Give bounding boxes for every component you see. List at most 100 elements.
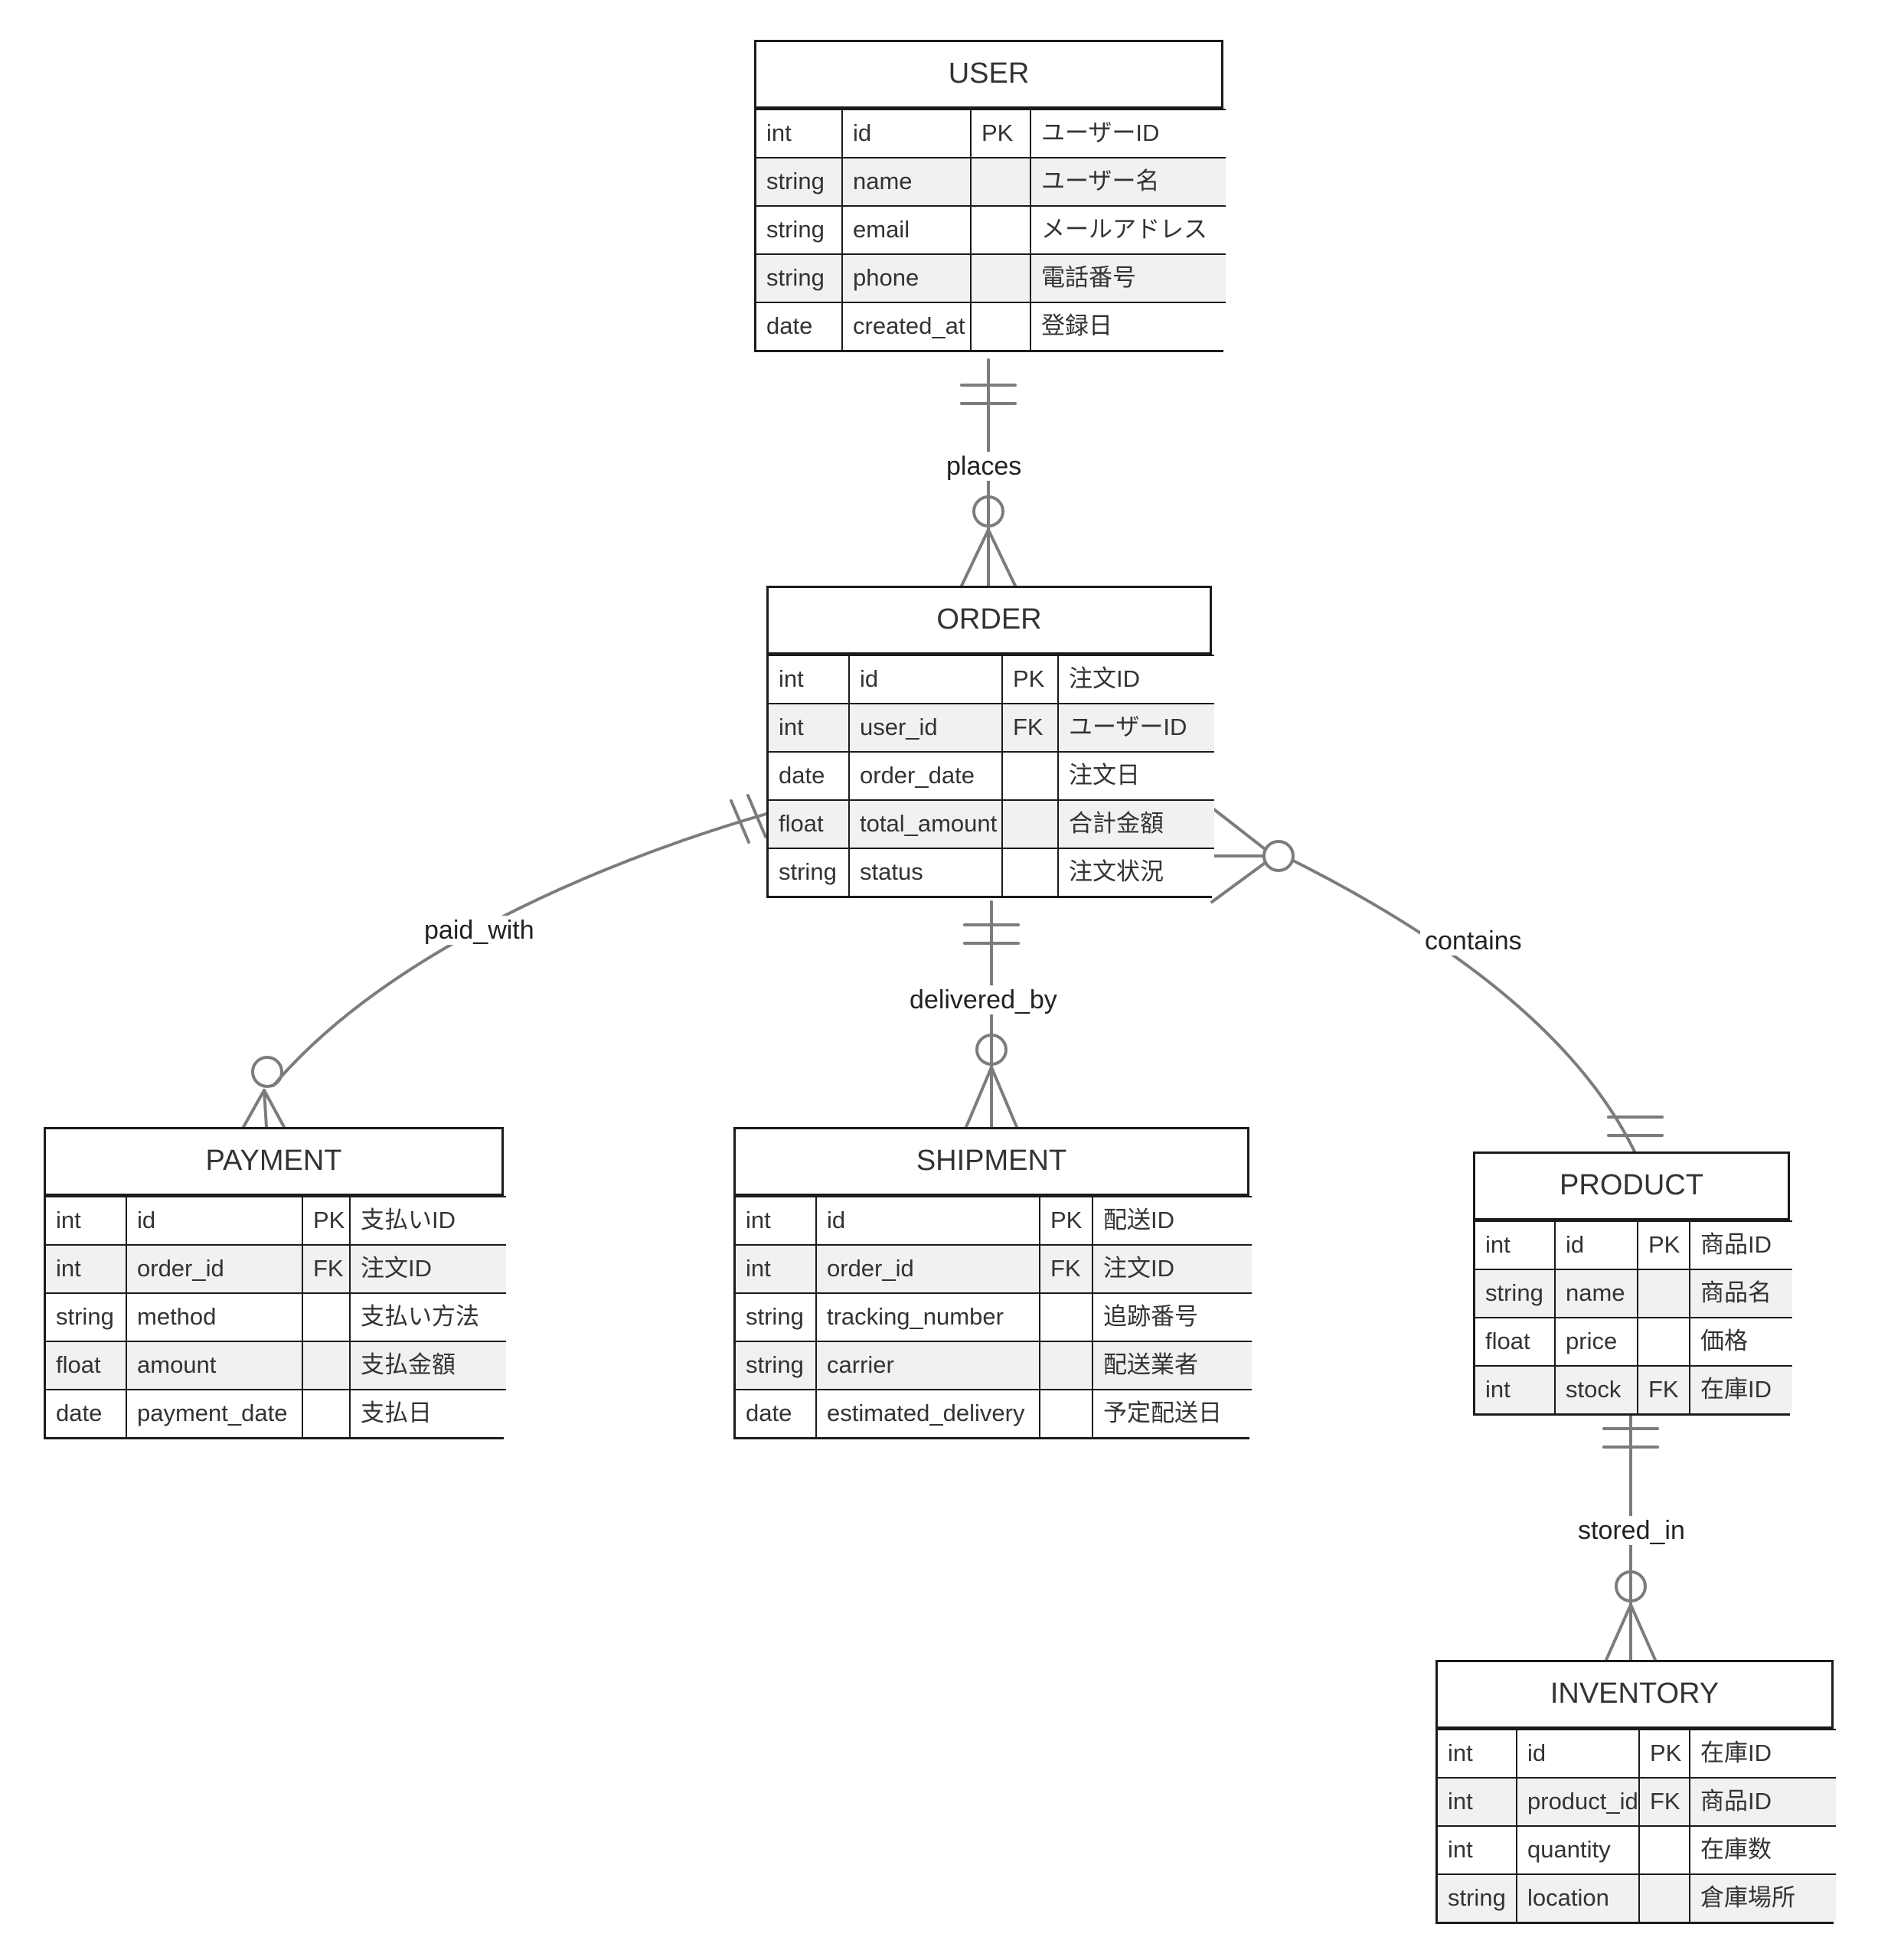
attribute-comment: 在庫数: [1689, 1825, 1836, 1875]
attribute-name: tracking_number: [815, 1292, 1040, 1342]
attribute-name: name: [1554, 1269, 1638, 1318]
attribute-type: int: [769, 703, 850, 753]
attribute-comment: 在庫ID: [1689, 1729, 1836, 1779]
relationship-label-delivered_by: delivered_by: [905, 985, 1062, 1014]
attribute-key: [1638, 1873, 1690, 1922]
attribute-key: PK: [1637, 1220, 1690, 1270]
relationship-label-places: places: [942, 452, 1027, 481]
attribute-name: id: [1516, 1729, 1640, 1779]
attribute-key: [970, 302, 1031, 350]
attribute-comment: 注文状況: [1057, 848, 1214, 896]
attribute-type: string: [756, 205, 843, 255]
attribute-type: int: [736, 1244, 817, 1294]
attribute-type: int: [1475, 1365, 1556, 1413]
attribute-comment: 支払日: [349, 1389, 506, 1437]
attribute-name: id: [815, 1196, 1040, 1246]
connector-paid-with: [242, 794, 768, 1129]
connector-contains: [1210, 806, 1664, 1153]
attribute-key: [1039, 1341, 1093, 1390]
attribute-comment: 注文日: [1057, 751, 1214, 801]
relationship-label-paid_with: paid_with: [420, 916, 539, 945]
attribute-type: int: [736, 1196, 817, 1246]
attribute-name: payment_date: [126, 1389, 303, 1437]
attribute-comment: ユーザーID: [1057, 703, 1214, 753]
attribute-comment: 予定配送日: [1092, 1389, 1252, 1437]
attribute-comment: 商品名: [1689, 1269, 1792, 1318]
attribute-name: id: [841, 109, 972, 158]
attribute-key: [1039, 1389, 1093, 1437]
attribute-name: total_amount: [848, 799, 1003, 849]
attribute-name: id: [126, 1196, 303, 1246]
attribute-comment: 電話番号: [1030, 253, 1226, 303]
attribute-type: date: [736, 1389, 817, 1437]
attribute-type: string: [736, 1292, 817, 1342]
attribute-comment: 商品ID: [1689, 1220, 1792, 1270]
attribute-type: float: [1475, 1317, 1556, 1367]
attribute-type: int: [1438, 1825, 1517, 1875]
attribute-key: [970, 253, 1031, 303]
attribute-key: [1637, 1317, 1690, 1367]
attribute-comment: 支払いID: [349, 1196, 506, 1246]
attribute-key: [1001, 799, 1059, 849]
attribute-name: order_id: [815, 1244, 1040, 1294]
attribute-key: FK: [1637, 1365, 1690, 1413]
attribute-type: int: [1438, 1729, 1517, 1779]
attribute-type: int: [1475, 1220, 1556, 1270]
attribute-type: string: [756, 157, 843, 207]
attribute-key: PK: [1001, 655, 1059, 704]
attribute-name: status: [848, 848, 1003, 896]
attribute-name: order_id: [126, 1244, 303, 1294]
attribute-key: [970, 205, 1031, 255]
attribute-type: string: [1438, 1873, 1517, 1922]
attribute-name: estimated_delivery: [815, 1389, 1040, 1437]
attribute-key: [302, 1292, 351, 1342]
attribute-name: quantity: [1516, 1825, 1640, 1875]
attribute-type: int: [46, 1196, 127, 1246]
attribute-key: [302, 1341, 351, 1390]
relationship-label-contains: contains: [1420, 926, 1527, 956]
attribute-key: [1638, 1825, 1690, 1875]
attribute-comment: 合計金額: [1057, 799, 1214, 849]
attribute-type: int: [46, 1244, 127, 1294]
attribute-key: FK: [1638, 1777, 1690, 1827]
attribute-comment: 支払金額: [349, 1341, 506, 1390]
attribute-name: id: [1554, 1220, 1638, 1270]
attribute-type: date: [756, 302, 843, 350]
attribute-type: int: [1438, 1777, 1517, 1827]
attribute-key: PK: [1039, 1196, 1093, 1246]
attribute-comment: 支払い方法: [349, 1292, 506, 1342]
attribute-key: [1039, 1292, 1093, 1342]
attribute-type: string: [1475, 1269, 1556, 1318]
attribute-name: email: [841, 205, 972, 255]
entity-title-inventory: INVENTORY: [1438, 1662, 1831, 1729]
attribute-type: int: [769, 655, 850, 704]
attribute-type: float: [46, 1341, 127, 1390]
attribute-key: PK: [1638, 1729, 1690, 1779]
attribute-type: date: [46, 1389, 127, 1437]
attribute-comment: 商品ID: [1689, 1777, 1836, 1827]
connector-delivered-by: [963, 900, 1020, 1129]
